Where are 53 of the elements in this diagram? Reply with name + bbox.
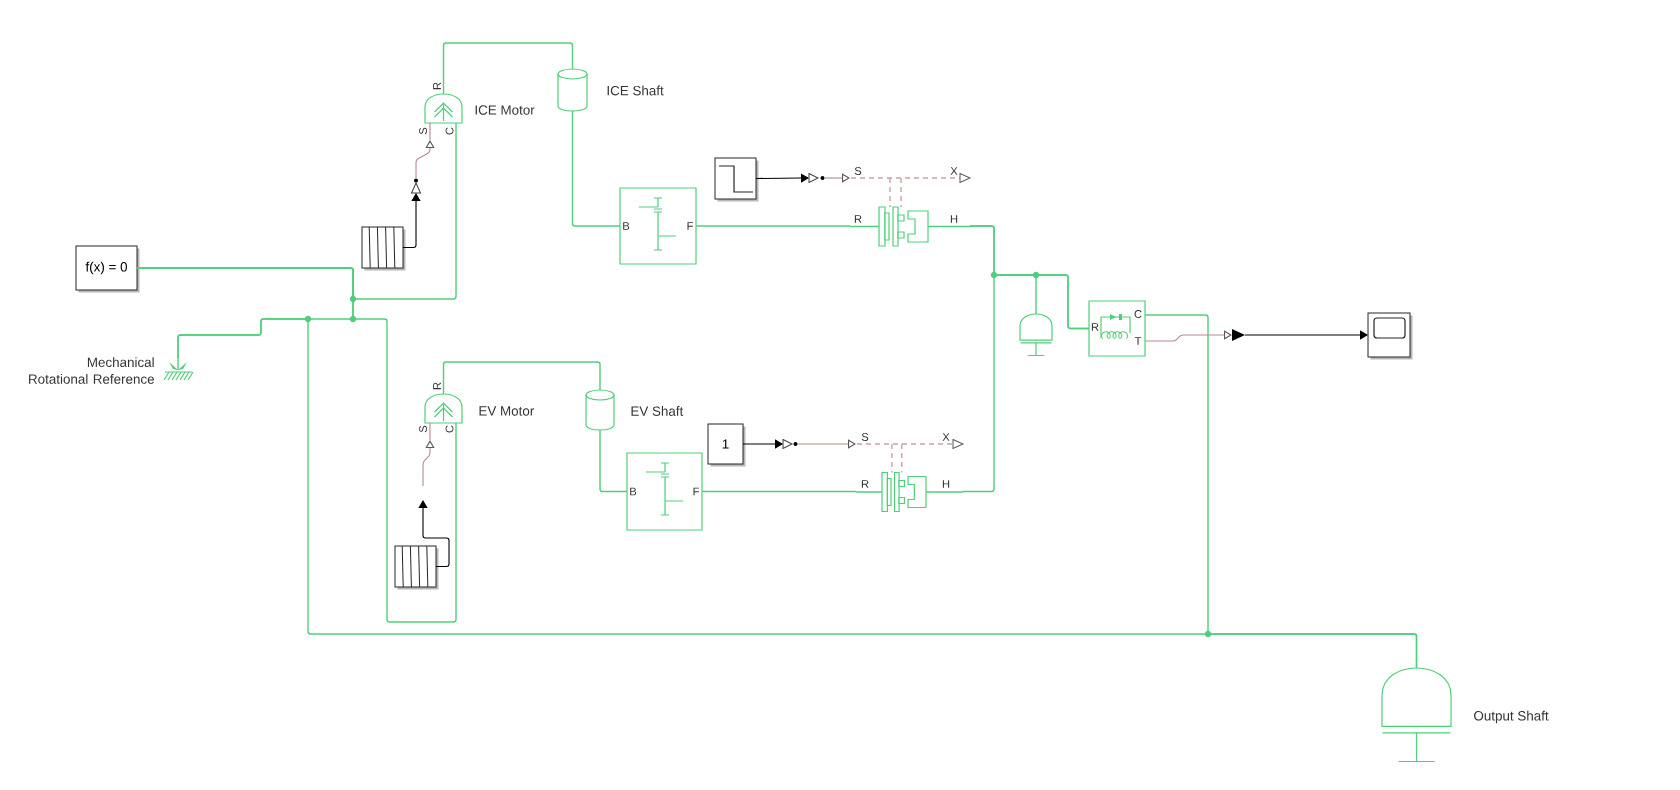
function-block: f(x) = 0 xyxy=(75,245,140,293)
connection-line xyxy=(969,225,1037,315)
port-label: R xyxy=(433,382,441,390)
port-label: S xyxy=(419,425,427,433)
converter-triangle xyxy=(808,173,825,183)
converter-triangle xyxy=(782,439,798,449)
block-label: ICE Motor xyxy=(475,105,535,115)
port-label: R xyxy=(861,480,869,488)
signal-arrow xyxy=(402,193,421,249)
port-label: H xyxy=(942,480,950,488)
port-label: R xyxy=(854,215,862,223)
port-label: S xyxy=(419,127,427,135)
port-label: S xyxy=(854,167,862,175)
connection-line xyxy=(136,267,457,623)
block-label: EV Shaft xyxy=(631,406,684,416)
port-label: C xyxy=(445,127,454,135)
connection-line xyxy=(1144,314,1418,669)
signal-arrow xyxy=(422,440,435,487)
block-label: EV Motor xyxy=(479,406,534,416)
signal-arrow xyxy=(1144,330,1232,342)
sequence-block xyxy=(361,226,406,271)
scope-block xyxy=(1367,312,1413,360)
block-label: Output Shaft xyxy=(1474,710,1549,724)
gearbox-block: B F xyxy=(626,452,703,531)
inertia-symbol xyxy=(1019,313,1053,357)
signal-arrow xyxy=(824,173,850,183)
sequence-block xyxy=(394,545,439,590)
signal-arrow xyxy=(797,439,856,449)
port-label: R xyxy=(433,82,441,90)
signal-arrow xyxy=(742,439,783,449)
constant-block: 1 xyxy=(707,423,746,467)
connection-line xyxy=(962,274,1090,493)
port-label: S xyxy=(861,433,869,441)
signal-arrow xyxy=(415,140,435,179)
signal-arrow xyxy=(1244,330,1368,340)
signal-arrow xyxy=(418,500,450,568)
port-label: H xyxy=(950,215,958,223)
connection-line xyxy=(701,490,857,493)
converter-triangle xyxy=(1232,329,1245,341)
step-block xyxy=(714,157,759,202)
gearbox-block: B F xyxy=(619,187,697,265)
port-label: X xyxy=(942,433,950,441)
signal-arrow xyxy=(755,173,809,183)
block-label: Mechanical Rotational Reference xyxy=(29,357,154,384)
connection-line xyxy=(571,110,621,227)
connection-line xyxy=(599,429,628,493)
port-label: X xyxy=(950,167,958,175)
block-label: ICE Shaft xyxy=(607,85,664,96)
converter-triangle xyxy=(411,178,421,194)
connection-line xyxy=(442,42,574,89)
sensor-block: R C T xyxy=(1088,300,1146,357)
port-label: C xyxy=(445,425,454,433)
connection-line xyxy=(695,225,851,227)
